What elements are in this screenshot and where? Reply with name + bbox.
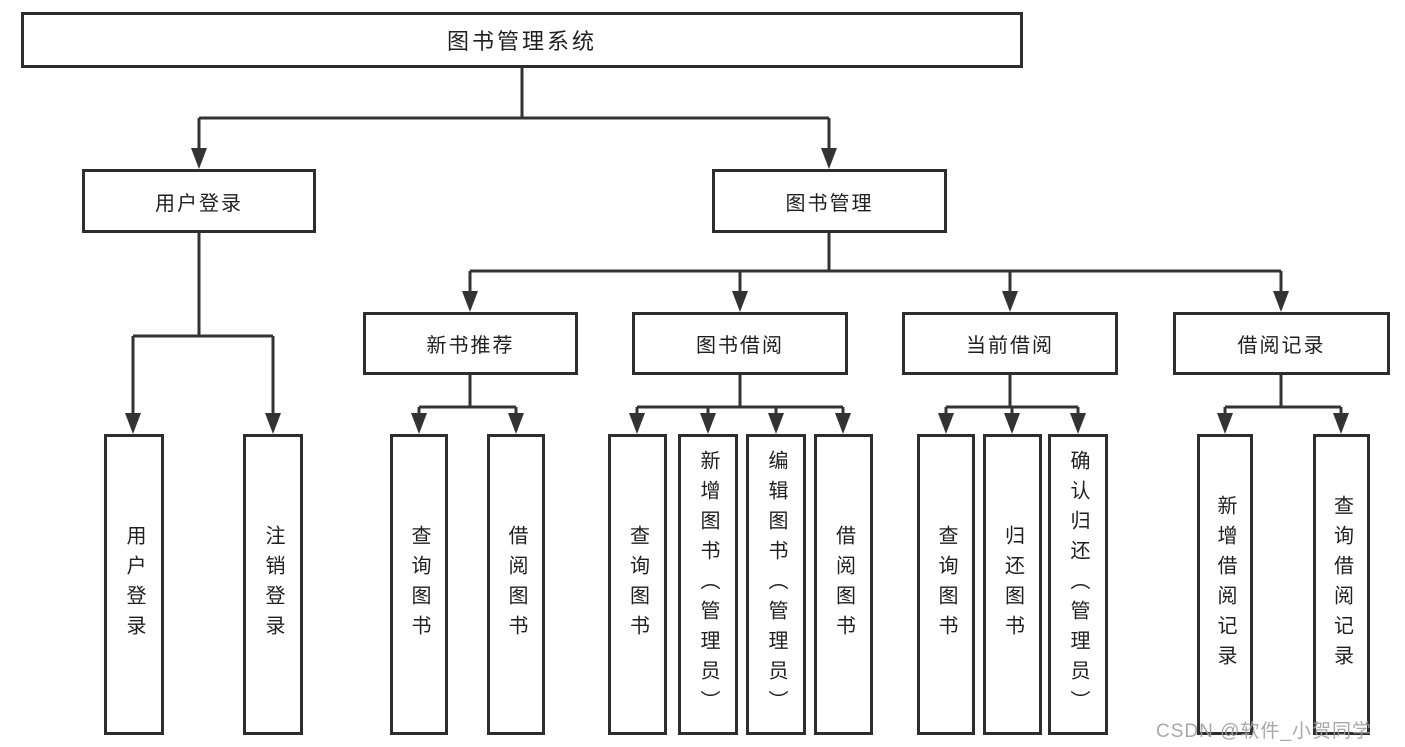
node-label: 借阅记录 <box>1237 335 1326 357</box>
node-book-management: 图书管理 <box>712 169 947 233</box>
node-label: 当前借阅 <box>966 335 1054 357</box>
leaf-logout: 注销登录 <box>243 434 303 735</box>
node-label: 用户登录 <box>155 192 243 215</box>
leaf-confirm-return-admin: 确认归还（管理员） <box>1048 434 1108 735</box>
leaf-borrow-books-recommend: 借阅图书 <box>487 434 545 735</box>
leaf-query-borrow-record: 查询借阅记录 <box>1313 434 1370 735</box>
node-current-borrow: 当前借阅 <box>902 312 1118 375</box>
leaf-add-books-admin: 新增图书（管理员） <box>678 434 738 735</box>
node-label: 编辑图书（管理员） <box>765 449 787 720</box>
node-label: 新增图书（管理员） <box>697 449 719 720</box>
node-label: 借阅图书 <box>505 524 527 645</box>
node-label: 用户登录 <box>123 524 145 645</box>
node-label: 新书推荐 <box>426 335 515 357</box>
node-label: 图书借阅 <box>696 335 784 357</box>
node-label: 图书管理系统 <box>446 29 597 54</box>
leaf-return-books: 归还图书 <box>983 434 1042 735</box>
leaf-query-books-recommend: 查询图书 <box>390 434 448 735</box>
node-label: 归还图书 <box>1001 524 1024 645</box>
node-library-management-system: 图书管理系统 <box>21 12 1023 68</box>
node-label: 查询图书 <box>626 524 649 645</box>
node-borrow-record: 借阅记录 <box>1173 312 1390 375</box>
leaf-edit-books-admin: 编辑图书（管理员） <box>746 434 806 735</box>
node-book-borrow: 图书借阅 <box>632 312 848 375</box>
node-label: 新增借阅记录 <box>1214 494 1236 675</box>
leaf-borrow-books: 借阅图书 <box>814 434 873 735</box>
node-new-book-recommend: 新书推荐 <box>363 312 578 375</box>
csdn-watermark: CSDN @软件_小贺同学 <box>1156 721 1372 742</box>
leaf-user-login: 用户登录 <box>104 434 164 735</box>
node-label: 借阅图书 <box>832 524 855 645</box>
node-label: 查询图书 <box>408 524 430 645</box>
node-label: 注销登录 <box>262 524 284 645</box>
node-label: 查询借阅记录 <box>1330 494 1353 675</box>
leaf-add-borrow-record: 新增借阅记录 <box>1197 434 1253 735</box>
node-label: 图书管理 <box>785 192 874 215</box>
leaf-query-books-current: 查询图书 <box>917 434 975 735</box>
leaf-query-books-borrow: 查询图书 <box>608 434 667 735</box>
node-user-login: 用户登录 <box>82 169 316 233</box>
node-label: 确认归还（管理员） <box>1067 449 1089 720</box>
node-label: 查询图书 <box>935 524 957 645</box>
